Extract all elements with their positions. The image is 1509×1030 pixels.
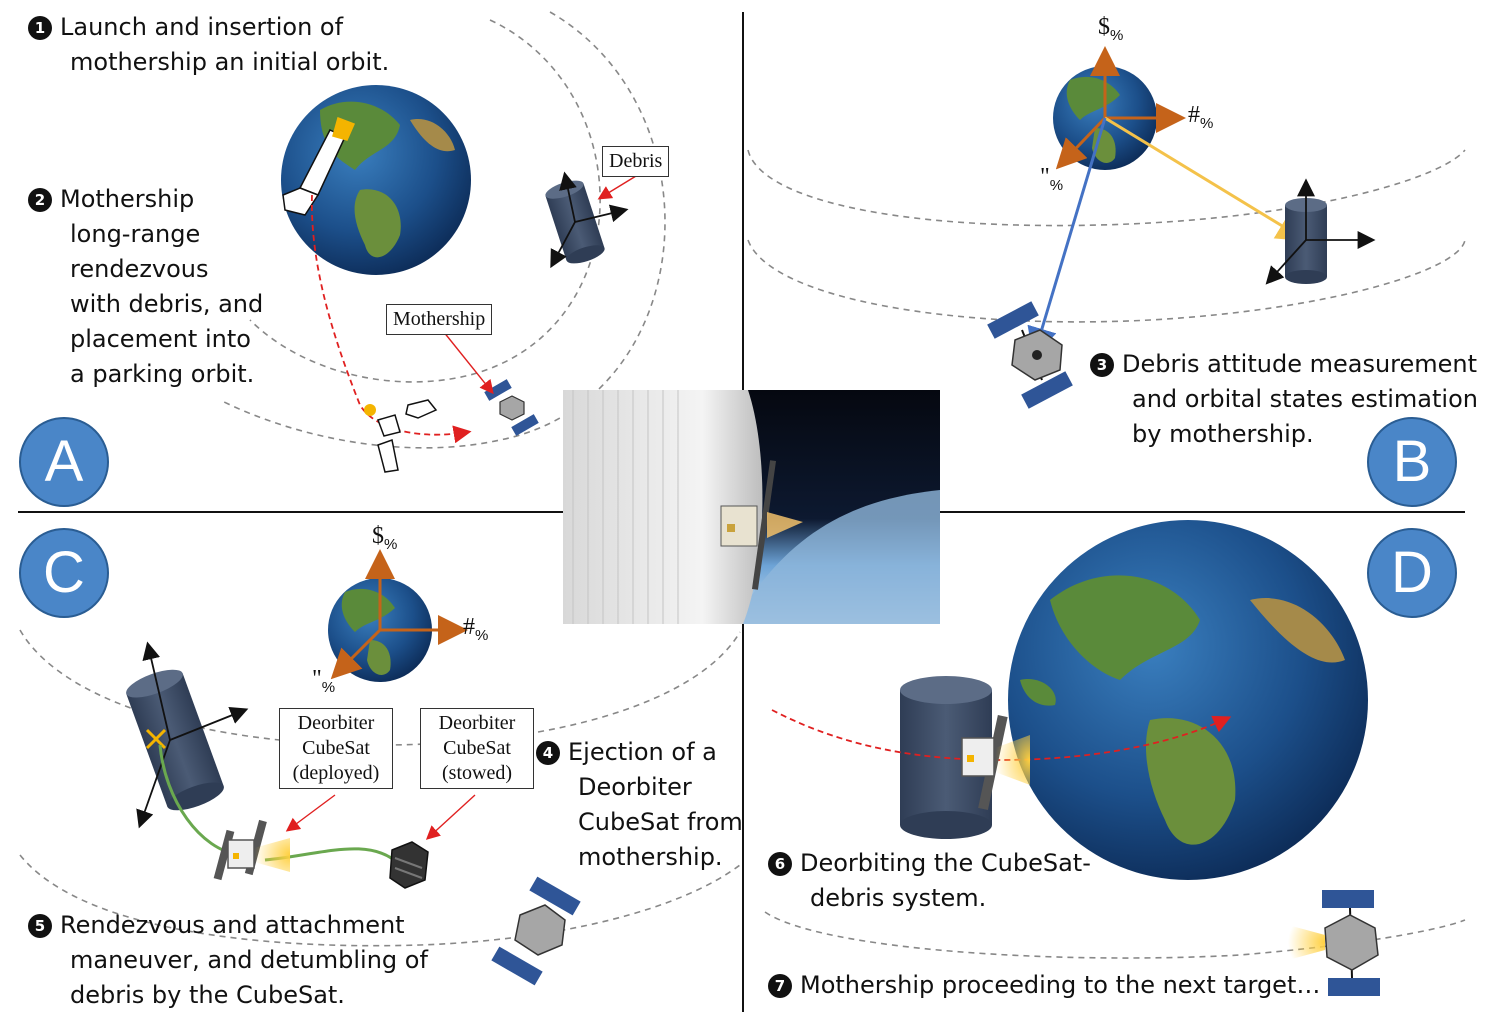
mothership-b-icon xyxy=(987,301,1073,409)
cubesat-ejection-photo xyxy=(563,390,940,624)
mothership-label: Mothership xyxy=(386,304,493,335)
step-number-1: 1 xyxy=(28,16,52,40)
debris-fragments-icon xyxy=(364,399,438,473)
quadrant-dividers xyxy=(18,12,1465,1012)
step-number-5: 5 xyxy=(28,914,52,938)
step-number-6: 6 xyxy=(768,852,792,876)
attach-point-icon xyxy=(145,728,167,750)
deorbiter-deployed-label: Deorbiter CubeSat (deployed) xyxy=(279,708,393,789)
eci-frame-b xyxy=(1055,46,1186,170)
launch-trajectory xyxy=(310,194,472,444)
axis-label-b-z: $% xyxy=(1098,14,1124,44)
step-number-3: 3 xyxy=(1090,353,1114,377)
step-number-4: 4 xyxy=(536,741,560,765)
panel-label-d: D xyxy=(1367,528,1457,618)
deorbiter-stowed-label: Deorbiter CubeSat (stowed) xyxy=(420,708,534,789)
cubesat-deployed-icon xyxy=(213,819,290,881)
axis-label-b-x: #% xyxy=(1188,102,1214,132)
axis-label-c-y: "% xyxy=(312,666,336,696)
panel-label-a: A xyxy=(19,417,109,507)
panel-label-b: B xyxy=(1367,417,1457,507)
axis-label-c-x: #% xyxy=(463,614,489,644)
mothership-d-icon xyxy=(1288,890,1380,996)
panel-label-c: C xyxy=(19,528,109,618)
callout-arrows-a xyxy=(442,175,637,395)
eci-frame-c xyxy=(330,549,468,680)
step-number-7: 7 xyxy=(768,974,792,998)
panel-d-orbit xyxy=(764,911,1466,959)
debris-cylinder-b xyxy=(1265,178,1376,285)
panel-c-orbits xyxy=(19,629,741,947)
earth-d-icon xyxy=(1008,520,1368,880)
mothership-a-icon xyxy=(484,379,539,436)
range-vector-blue xyxy=(1027,117,1107,358)
mothership-c-icon xyxy=(491,876,581,986)
debris-cylinder-a xyxy=(545,171,629,269)
step-number-2: 2 xyxy=(28,188,52,212)
axis-label-c-z: $% xyxy=(372,523,398,553)
debris-cylinder-c xyxy=(126,641,249,829)
rocket-icon xyxy=(282,117,356,216)
debris-label: Debris xyxy=(602,146,670,177)
axis-label-b-y: "% xyxy=(1040,164,1064,194)
range-vector-yellow xyxy=(1104,116,1308,242)
cubesat-d-icon xyxy=(961,714,1030,810)
cubesat-stowed-icon xyxy=(389,841,429,889)
callout-arrows-c xyxy=(285,794,476,840)
panel-b-orbits xyxy=(747,149,1466,323)
